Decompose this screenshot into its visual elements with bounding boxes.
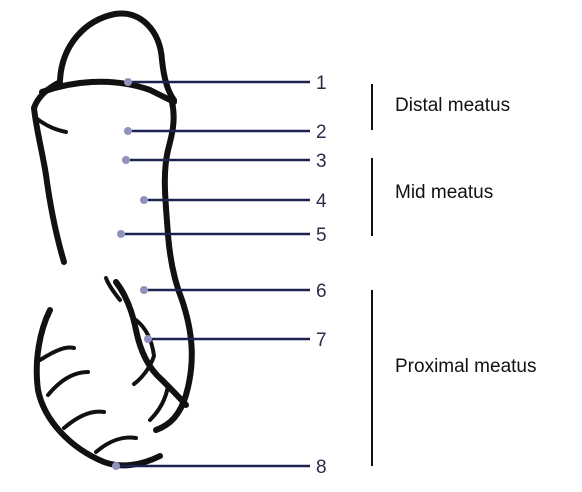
marker-dot <box>112 462 120 470</box>
region-label: Distal meatus <box>395 95 510 116</box>
glans-outline <box>60 13 174 100</box>
region-mid: Mid meatus <box>372 158 493 236</box>
region-distal: Distal meatus <box>372 84 510 130</box>
marker-number: 6 <box>316 281 327 302</box>
scrotal-fold-1 <box>40 348 74 361</box>
marker-3: 3 <box>122 151 327 172</box>
shaft-left-outline <box>34 82 64 262</box>
marker-5: 5 <box>117 225 327 246</box>
corona-line <box>42 82 174 102</box>
marker-number: 5 <box>316 225 327 246</box>
marker-number: 3 <box>316 151 327 172</box>
marker-dot <box>140 196 148 204</box>
marker-number: 7 <box>316 330 327 351</box>
region-label: Proximal meatus <box>395 356 537 377</box>
foreskin-fold <box>36 118 66 132</box>
marker-number: 8 <box>316 457 327 478</box>
scrotal-fold-3 <box>64 412 104 428</box>
marker-number: 4 <box>316 191 327 212</box>
marker-dot <box>144 335 152 343</box>
marker-dot <box>124 78 132 86</box>
marker-number: 2 <box>316 122 327 143</box>
scrotal-fold-4 <box>96 438 136 452</box>
scrotal-fold-5 <box>150 386 168 420</box>
region-proximal: Proximal meatus <box>372 290 537 466</box>
marker-6: 6 <box>140 281 327 302</box>
marker-dot <box>122 156 130 164</box>
marker-dot <box>117 230 125 238</box>
marker-2: 2 <box>124 122 327 143</box>
marker-dot <box>124 127 132 135</box>
marker-dot <box>140 286 148 294</box>
scrotal-fold-2 <box>48 372 88 395</box>
region-label: Mid meatus <box>395 182 493 203</box>
marker-number: 1 <box>316 73 327 94</box>
marker-7: 7 <box>144 330 327 351</box>
